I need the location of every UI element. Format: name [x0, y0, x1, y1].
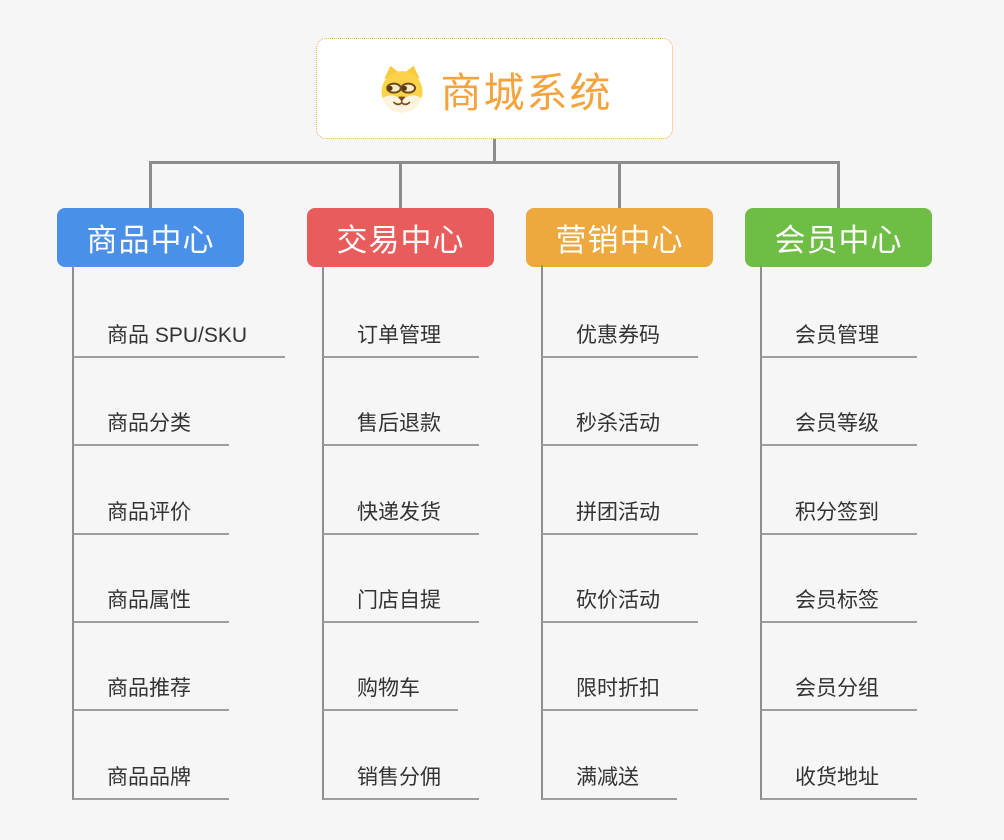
leaf-node[interactable]: 购物车 — [323, 672, 458, 711]
leaf-node[interactable]: 销售分佣 — [323, 761, 479, 800]
branch-node-marketing[interactable]: 营销中心 — [526, 208, 713, 267]
leaf-node[interactable]: 砍价活动 — [542, 584, 698, 623]
root-node[interactable]: 商城系统 — [316, 38, 673, 139]
leaf-node[interactable]: 商品评价 — [73, 496, 229, 535]
leaf-node[interactable]: 门店自提 — [323, 584, 479, 623]
leaf-node[interactable]: 会员标签 — [761, 584, 917, 623]
leaf-node[interactable]: 秒杀活动 — [542, 407, 698, 446]
leaf-node[interactable]: 商品推荐 — [73, 672, 229, 711]
connector-drop — [399, 161, 402, 208]
leaf-node[interactable]: 快递发货 — [323, 496, 479, 535]
leaf-node[interactable]: 收货地址 — [761, 761, 917, 800]
dog-face-icon — [380, 65, 423, 112]
leaf-node[interactable]: 会员分组 — [761, 672, 917, 711]
leaf-node[interactable]: 订单管理 — [323, 319, 479, 358]
leaf-node[interactable]: 限时折扣 — [542, 672, 698, 711]
connector-trunk — [760, 265, 762, 800]
leaf-node[interactable]: 积分签到 — [761, 496, 917, 535]
leaf-node[interactable]: 会员管理 — [761, 319, 917, 358]
connector-trunk — [541, 265, 543, 800]
connector-drop — [618, 161, 621, 208]
connector-bus — [149, 161, 840, 164]
leaf-node[interactable]: 商品属性 — [73, 584, 229, 623]
leaf-node[interactable]: 商品分类 — [73, 407, 229, 446]
leaf-node[interactable]: 商品品牌 — [73, 761, 229, 800]
leaf-node[interactable]: 拼团活动 — [542, 496, 698, 535]
branch-node-trade[interactable]: 交易中心 — [307, 208, 494, 267]
branch-node-product[interactable]: 商品中心 — [57, 208, 244, 267]
leaf-node[interactable]: 商品 SPU/SKU — [73, 319, 286, 358]
leaf-node[interactable]: 优惠券码 — [542, 319, 698, 358]
connector-trunk — [322, 265, 324, 800]
connector-drop — [837, 161, 840, 208]
connector-drop — [149, 161, 152, 208]
branch-node-member[interactable]: 会员中心 — [745, 208, 932, 267]
root-title: 商城系统 — [440, 69, 613, 116]
leaf-node[interactable]: 售后退款 — [323, 407, 479, 446]
connector-trunk — [72, 265, 74, 800]
leaf-node[interactable]: 满减送 — [542, 761, 677, 800]
connector-root-stem — [493, 139, 496, 164]
leaf-node[interactable]: 会员等级 — [761, 407, 917, 446]
